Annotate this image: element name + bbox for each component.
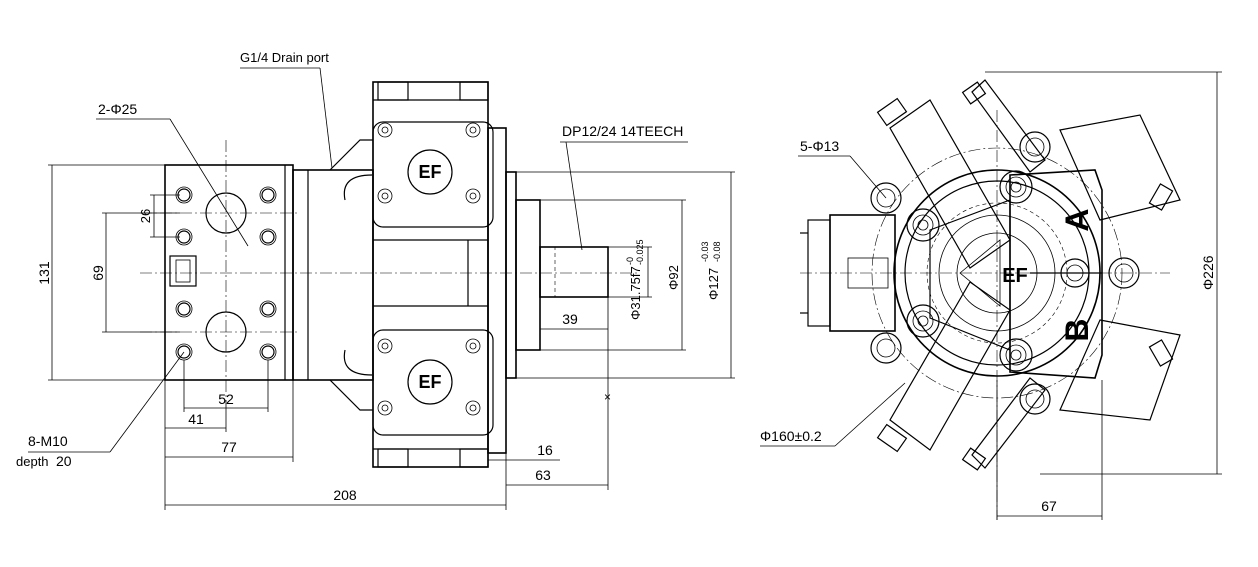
label-pcd: Φ160±0.2 bbox=[760, 428, 822, 444]
dim-pilot-tol-bot: -0.08 bbox=[712, 241, 722, 262]
side-view-dimensions: 131 69 26 52 41 77 208 16 bbox=[36, 164, 735, 510]
valve-block-upper bbox=[372, 121, 494, 228]
shaft-housing bbox=[515, 199, 541, 351]
label-spline: DP12/24 14TEECH bbox=[562, 123, 683, 139]
port-block bbox=[1009, 169, 1103, 379]
label-depth: depth bbox=[16, 454, 49, 469]
dim-52: 52 bbox=[218, 391, 234, 407]
dim-127: Φ127 bbox=[706, 268, 721, 300]
dim-shaft-tol-top: -0 bbox=[625, 257, 635, 265]
side-view-labels: G1/4 Drain port 2-Φ25 DP12/24 14TEECH 8-… bbox=[16, 50, 688, 469]
dim-92: Φ92 bbox=[666, 265, 681, 290]
dim-208: 208 bbox=[333, 487, 357, 503]
dim-226: Φ226 bbox=[1200, 255, 1216, 290]
port-b-label: B bbox=[1059, 318, 1095, 341]
logo-circle-lower bbox=[407, 359, 453, 405]
output-shaft bbox=[539, 246, 609, 298]
dim-26: 26 bbox=[138, 209, 153, 223]
valve-block-lower bbox=[372, 329, 494, 436]
center-mark: × bbox=[604, 390, 611, 404]
label-drain-port: G1/4 Drain port bbox=[240, 50, 329, 65]
label-holes-right: 5-Φ13 bbox=[800, 138, 839, 154]
label-depth-value: 20 bbox=[56, 453, 72, 469]
dim-pilot-tol-top: -0.03 bbox=[700, 241, 710, 262]
dim-shaft-dia: Φ31.75f7 bbox=[628, 266, 643, 320]
dim-16: 16 bbox=[537, 442, 553, 458]
dim-77: 77 bbox=[221, 439, 237, 455]
front-view-dimensions: Φ226 67 5-Φ13 Φ160±0.2 bbox=[760, 71, 1222, 520]
label-holes-left: 2-Φ25 bbox=[98, 101, 137, 117]
logo-circle-upper bbox=[407, 149, 453, 195]
label-threads: 8-M10 bbox=[28, 433, 68, 449]
rear-port-boss bbox=[169, 255, 197, 287]
pilot bbox=[505, 171, 517, 379]
dim-131: 131 bbox=[36, 261, 52, 285]
dim-41: 41 bbox=[188, 411, 204, 427]
logo-front: EF bbox=[1002, 265, 1028, 287]
dim-67: 67 bbox=[1041, 498, 1057, 514]
front-view: A B EF bbox=[800, 79, 1181, 520]
logo-lower: EF bbox=[418, 372, 441, 392]
port-a-label: A bbox=[1059, 208, 1095, 231]
logo-upper: EF bbox=[418, 162, 441, 182]
dim-69: 69 bbox=[90, 265, 106, 281]
mount-flange bbox=[487, 127, 507, 454]
side-view: EF EF bbox=[140, 81, 640, 468]
dim-63: 63 bbox=[535, 467, 551, 483]
stator-housing bbox=[372, 81, 489, 468]
threaded-holes bbox=[175, 186, 277, 361]
dim-shaft-tol-bot: -0.025 bbox=[635, 239, 645, 265]
dim-39: 39 bbox=[562, 311, 578, 327]
body-section bbox=[292, 169, 374, 381]
